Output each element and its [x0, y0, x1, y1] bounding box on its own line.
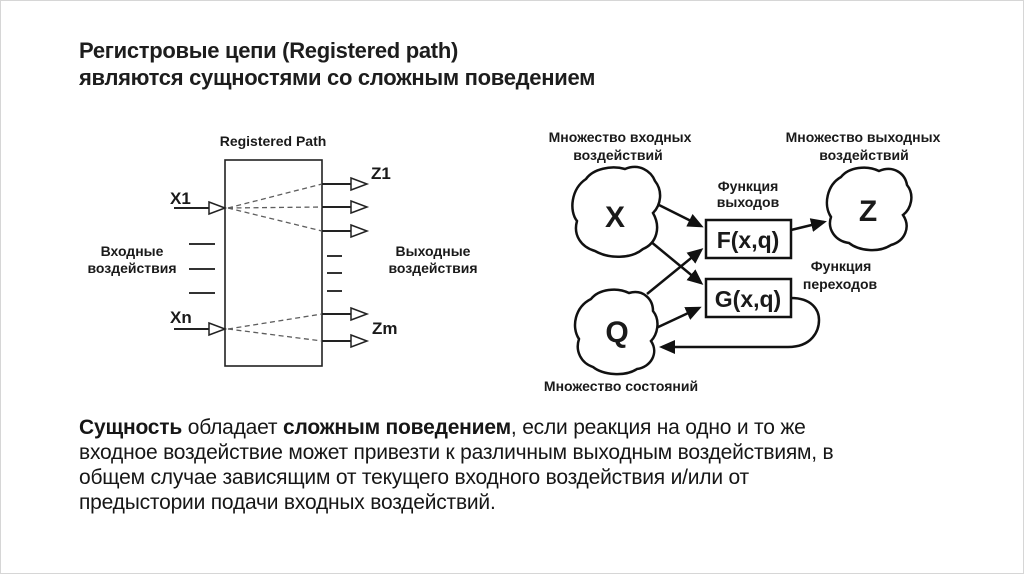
- output-function-formula: F(x,q): [717, 227, 780, 253]
- svg-text:выходов: выходов: [717, 194, 780, 210]
- arrow-q-to-f: [646, 248, 704, 295]
- body-bold-complex-behavior: сложным поведением: [282, 416, 511, 439]
- inputs-set-label: Множество входных воздействий: [549, 129, 692, 163]
- output-arrows-top: [322, 176, 370, 239]
- output-function-box: [704, 218, 793, 260]
- output-arrows-bottom: [322, 306, 370, 349]
- svg-text:Множество выходных: Множество выходных: [786, 129, 941, 145]
- svg-text:переходов: переходов: [803, 276, 878, 292]
- transition-function-box: [704, 277, 793, 319]
- body-line-3: общем случае зависящим от текущего входн…: [79, 466, 749, 489]
- set-q-blob: [573, 288, 659, 376]
- set-z-blob: [825, 166, 913, 252]
- registered-path-diagram: Registered Path X1 Xn: [87, 133, 478, 367]
- svg-text:Входные: Входные: [101, 243, 164, 259]
- arrow-x-to-g: [649, 240, 704, 285]
- input-x1-label: X1: [170, 189, 191, 208]
- set-q-label: Q: [605, 316, 628, 349]
- title-line-1: Регистровые цепи (Registered path): [79, 38, 458, 63]
- body-line-4: предыстории подачи входных воздействий.: [79, 491, 496, 514]
- outputs-set-label: Множество выходных воздействий: [786, 129, 941, 163]
- arrow-f-to-z: [790, 218, 827, 232]
- svg-text:воздействий: воздействий: [819, 147, 909, 163]
- page-title: Регистровые цепи (Registered path) являю…: [79, 37, 595, 91]
- svg-text:воздействия: воздействия: [388, 260, 477, 276]
- body-paragraph: Сущность обладает сложным поведением, ес…: [79, 415, 979, 515]
- transition-function-formula: G(x,q): [715, 286, 781, 312]
- set-x-blob: [571, 165, 662, 258]
- inputs-label: Входные воздействия: [87, 243, 176, 276]
- set-z-label: Z: [859, 195, 877, 228]
- title-line-2: являются сущностями со сложным поведение…: [79, 65, 596, 90]
- svg-text:Множество входных: Множество входных: [549, 129, 692, 145]
- inputs-ellipsis-dashes: [189, 243, 215, 294]
- output-function-block: Функция выходов F(x,q): [704, 178, 793, 260]
- svg-text:воздействия: воздействия: [87, 260, 176, 276]
- function-arrows: [646, 203, 827, 354]
- registered-path-box: [224, 159, 323, 367]
- arrow-x-to-f: [658, 203, 704, 228]
- set-x-label: X: [605, 201, 625, 234]
- svg-text:Функция: Функция: [718, 178, 779, 194]
- input-x1-arrow: [174, 200, 228, 216]
- transition-function-block: G(x,q) Функция переходов: [704, 258, 878, 319]
- input-xn-arrow: [174, 321, 228, 337]
- output-z1-label: Z1: [371, 164, 391, 183]
- state-machine-diagram: Множество входных воздействий Множество …: [544, 129, 941, 394]
- arrow-g-to-q-feedback: [659, 296, 821, 354]
- body-bold-entity: Сущность: [79, 416, 183, 439]
- registered-path-title: Registered Path: [220, 133, 327, 149]
- xn-fanout-dashed-lines: [227, 313, 323, 342]
- output-zm-label: Zm: [372, 319, 398, 338]
- x1-fanout-dashed-lines: [227, 183, 323, 232]
- outputs-ellipsis-dashes: [327, 255, 342, 292]
- arrow-q-to-g: [653, 306, 702, 331]
- svg-text:воздействий: воздействий: [573, 147, 663, 163]
- svg-text:Выходные: Выходные: [396, 243, 471, 259]
- outputs-label: Выходные воздействия: [388, 243, 477, 276]
- svg-text:Функция: Функция: [811, 258, 872, 274]
- input-xn-label: Xn: [170, 308, 192, 327]
- states-set-label: Множество состояний: [544, 378, 698, 394]
- body-line-1: Сущность обладает сложным поведением, ес…: [79, 416, 806, 439]
- body-line-2: входное воздействие может привезти к раз…: [79, 441, 834, 464]
